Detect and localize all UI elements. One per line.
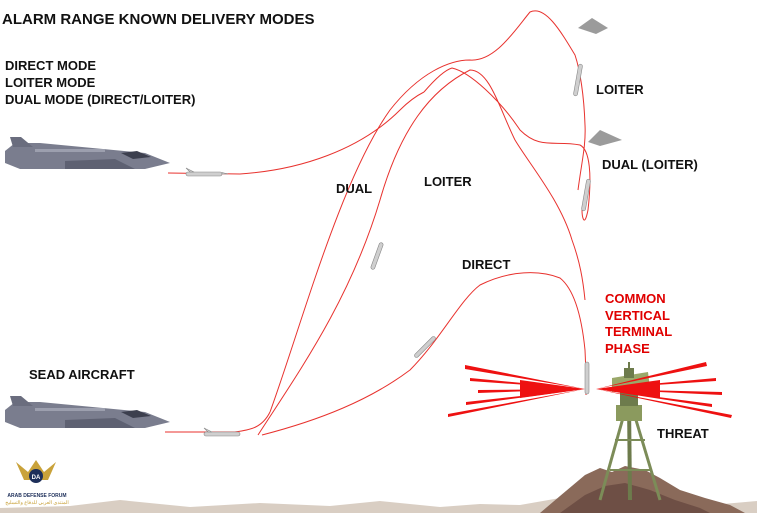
lower-launch-path bbox=[165, 411, 271, 433]
logo-text-ar: المنتدى العربي للدفاع والتسليح bbox=[5, 500, 69, 506]
missile-icons bbox=[185, 63, 591, 437]
missile-lower-launch bbox=[203, 427, 241, 437]
loiter-path bbox=[257, 69, 586, 436]
parachute-upper bbox=[578, 18, 608, 34]
mode-direct: DIRECT MODE bbox=[5, 58, 96, 73]
missile-dual bbox=[370, 242, 384, 270]
label-dual-loiter: DUAL (LOITER) bbox=[602, 157, 698, 172]
forum-logo: DA bbox=[16, 460, 56, 483]
radar-emission-left bbox=[448, 365, 585, 417]
upper-dual-loiter-path bbox=[423, 67, 591, 221]
missile-direct bbox=[414, 336, 436, 358]
missile-loiter-descent bbox=[573, 63, 583, 97]
upper-aircraft bbox=[5, 137, 170, 169]
trajectories bbox=[165, 10, 591, 436]
terminal-phase-line3: TERMINAL bbox=[605, 324, 673, 339]
upper-launch-path bbox=[167, 91, 425, 175]
terminal-phase-line2: VERTICAL bbox=[605, 308, 670, 323]
parachute-icons bbox=[578, 18, 622, 146]
parachute-lower bbox=[588, 130, 622, 146]
mode-dual: DUAL MODE (DIRECT/LOITER) bbox=[5, 92, 196, 107]
svg-text:DA: DA bbox=[32, 475, 41, 481]
missile-terminal bbox=[584, 361, 590, 395]
mode-loiter: LOITER MODE bbox=[5, 75, 96, 90]
label-sead-aircraft: SEAD AIRCRAFT bbox=[29, 367, 135, 382]
label-loiter-right: LOITER bbox=[596, 82, 644, 97]
label-dual-path: DUAL bbox=[336, 181, 373, 196]
diagram-title: ALARM RANGE KNOWN DELIVERY MODES bbox=[2, 11, 315, 28]
label-loiter-path: LOITER bbox=[424, 174, 472, 189]
mound-shadow bbox=[560, 483, 710, 513]
terminal-phase-line1: COMMON bbox=[605, 291, 666, 306]
terminal-phase-line4: PHASE bbox=[605, 341, 650, 356]
missile-upper-launch bbox=[185, 167, 229, 177]
radar-emission-right bbox=[596, 362, 732, 418]
dual-path bbox=[269, 10, 586, 413]
missile-dual-loiter-descent bbox=[581, 178, 591, 212]
label-threat: THREAT bbox=[657, 426, 709, 441]
direct-path bbox=[261, 272, 587, 436]
label-direct-path: DIRECT bbox=[462, 257, 511, 272]
lower-aircraft bbox=[5, 396, 170, 428]
logo-text-en: ARAB DEFENSE FORUM bbox=[7, 493, 67, 499]
